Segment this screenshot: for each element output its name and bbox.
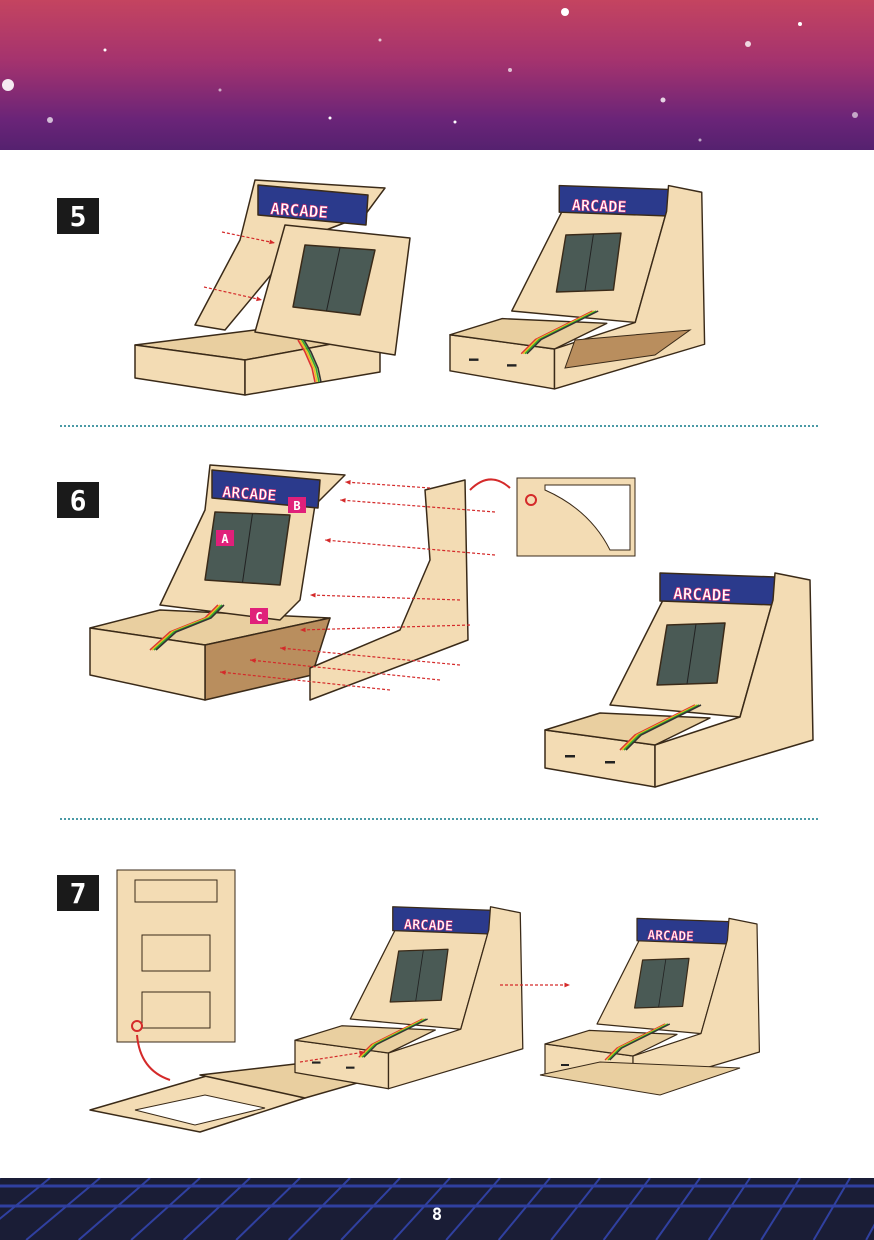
page-number: 8 — [431, 1205, 443, 1225]
header-banner — [0, 0, 874, 150]
screen-panel — [292, 244, 376, 316]
direction-arrow — [299, 1050, 366, 1063]
bottom-panel-detail — [116, 869, 236, 1043]
grid-line — [392, 1178, 451, 1240]
direction-arrow — [221, 231, 276, 245]
marquee-logo-text: ARCADE — [222, 483, 277, 505]
direction-arrow — [249, 658, 441, 681]
ribbon-cable — [607, 1023, 669, 1061]
step7-exploded — [89, 869, 386, 1133]
ribbon-cable — [358, 1018, 423, 1058]
step5-exploded: ARCADE — [134, 179, 411, 396]
part-label-text: A — [221, 532, 229, 546]
section-divider — [60, 818, 818, 820]
ribbon-cable — [361, 1018, 427, 1058]
ribbon-cable — [303, 339, 322, 383]
grid-line — [602, 1178, 651, 1240]
slot — [469, 358, 479, 361]
side-panel — [387, 906, 524, 1090]
marquee-logo-text: ARCADE — [647, 928, 694, 945]
inset-cutout — [544, 484, 631, 551]
slot — [507, 364, 517, 367]
ribbon-cable — [526, 310, 599, 355]
ribbon-cable — [604, 1023, 666, 1061]
callout-arrow — [136, 1034, 171, 1081]
grid-line — [182, 1178, 251, 1240]
ribbon-cable — [522, 310, 595, 355]
grid-line — [77, 1178, 151, 1240]
slot — [561, 1064, 569, 1066]
side-panel — [309, 479, 469, 701]
part-label-text: B — [293, 499, 300, 513]
part-label-text: C — [255, 610, 262, 624]
grid-line — [235, 1178, 301, 1240]
step6-exploded: ARCADE A B C — [89, 464, 636, 701]
bottom-panel-installed — [539, 1061, 741, 1096]
ribbon-cable — [609, 1023, 671, 1061]
part-label-a — [216, 530, 234, 546]
grid-line — [760, 1178, 801, 1240]
slot — [605, 761, 615, 764]
direction-arrow — [344, 480, 431, 489]
ribbon-cable — [623, 704, 700, 751]
grid-line — [130, 1178, 201, 1240]
callout-arrow — [469, 478, 511, 491]
ribbon-cable — [299, 339, 318, 383]
slot — [346, 1066, 355, 1069]
marquee-logo-text: ARCADE — [270, 199, 329, 222]
ribbon-cable — [619, 704, 696, 751]
panel-cutout — [134, 1094, 266, 1126]
marquee-logo-text: ARCADE — [571, 196, 626, 216]
direction-arrow — [324, 538, 496, 556]
step7-cabinet: ARCADE — [294, 906, 524, 1090]
marquee-logo-text: ARCADE — [673, 584, 731, 605]
highlight-circle — [131, 1020, 143, 1032]
part-label-b — [288, 497, 306, 513]
grid-line — [340, 1178, 401, 1240]
direction-arrow — [309, 592, 461, 601]
grid-line — [812, 1178, 851, 1240]
marquee-logo-text: ARCADE — [404, 917, 454, 935]
ribbon-cable — [297, 339, 316, 383]
grid-line — [0, 1178, 51, 1220]
step6-assembled: ARCADE — [544, 572, 814, 788]
ribbon-cable — [625, 704, 702, 751]
grid-line — [550, 1178, 601, 1240]
direction-arrow — [279, 646, 461, 666]
side-panel — [654, 572, 814, 788]
footer-grid — [0, 1178, 874, 1240]
bottom-panel — [564, 329, 692, 369]
direction-arrow — [203, 286, 263, 302]
grid-line — [497, 1178, 551, 1240]
direction-arrow — [219, 670, 391, 691]
grid-line — [865, 1223, 874, 1240]
ribbon-cable — [363, 1018, 428, 1058]
ribbon-cable — [606, 1023, 667, 1061]
ribbon-cable — [155, 604, 225, 651]
ribbon-cable — [520, 310, 593, 355]
ribbon-cable — [359, 1018, 425, 1058]
ribbon-cable — [301, 339, 320, 383]
grid-line — [445, 1178, 501, 1240]
highlight-circle — [525, 494, 537, 506]
grid-line — [655, 1178, 701, 1240]
grid-line — [707, 1178, 751, 1240]
section-divider — [60, 425, 818, 427]
arcade-marquee — [257, 184, 369, 226]
grid-line — [25, 1178, 101, 1240]
ribbon-cable — [621, 704, 698, 751]
direction-arrow — [299, 624, 471, 633]
part-label-c — [250, 608, 268, 624]
ribbon-cable — [524, 310, 597, 355]
slot — [312, 1061, 321, 1064]
slot — [565, 755, 575, 758]
step-number-6: 6 — [57, 482, 99, 518]
step-number-5: 5 — [57, 198, 99, 234]
starfield — [2, 8, 858, 142]
grid-line — [287, 1178, 351, 1240]
direction-arrow — [500, 982, 570, 988]
direction-arrow — [339, 498, 496, 513]
step-number-7: 7 — [57, 875, 99, 911]
